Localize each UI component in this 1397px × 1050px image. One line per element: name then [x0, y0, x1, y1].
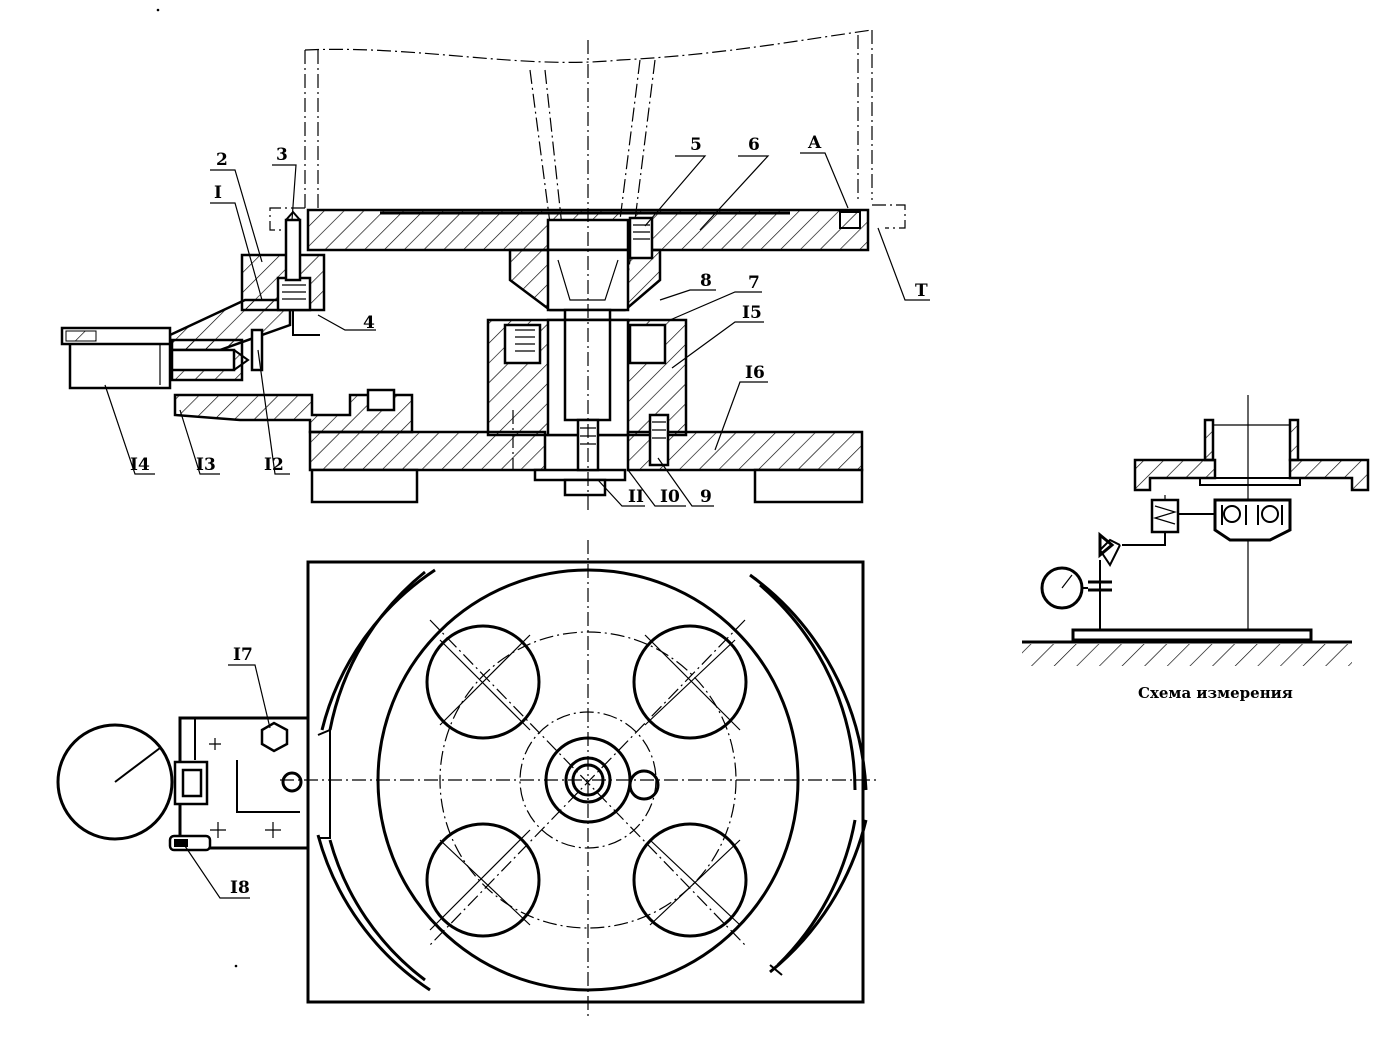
callout-3: 3 [276, 145, 288, 165]
dial-indicator [56, 723, 174, 841]
measurement-scheme [1022, 395, 1370, 666]
callouts-section: I 2 3 4 5 6 A T 8 7 I5 I6 9 I0 II I2 I3 … [104, 133, 930, 507]
plan-view [56, 540, 880, 1020]
callout-1: I [214, 183, 222, 203]
callout-A: A [807, 133, 822, 153]
hole-top-right [632, 624, 748, 740]
hole-bottom-right [632, 822, 748, 938]
section-view [60, 29, 906, 504]
callout-T: T [915, 281, 928, 301]
indicator-14 [68, 338, 172, 390]
callout-15: I5 [742, 303, 762, 323]
bracket-13 [173, 393, 414, 434]
base-16 [308, 430, 547, 472]
base-plate [306, 560, 865, 1004]
callout-6: 6 [748, 135, 760, 155]
hole-bottom-left [425, 822, 541, 938]
callout-7: 7 [748, 273, 760, 293]
hole-top-left [425, 624, 541, 740]
callout-11: II [628, 487, 644, 507]
callout-2: 2 [216, 150, 228, 170]
callout-13: I3 [196, 455, 216, 475]
callout-9: 9 [700, 487, 712, 507]
callout-10: I0 [660, 487, 680, 507]
callout-18: I8 [230, 878, 250, 898]
callout-5: 5 [690, 135, 702, 155]
callout-4: 4 [363, 313, 375, 333]
callouts-plan: I7 I8 [184, 645, 271, 899]
callout-17: I7 [233, 645, 253, 665]
callout-16: I6 [745, 363, 765, 383]
callout-14: I4 [130, 455, 150, 475]
callout-8: 8 [700, 271, 712, 291]
scheme-caption: Схема измерения [1138, 684, 1293, 702]
pin-3 [284, 218, 302, 282]
